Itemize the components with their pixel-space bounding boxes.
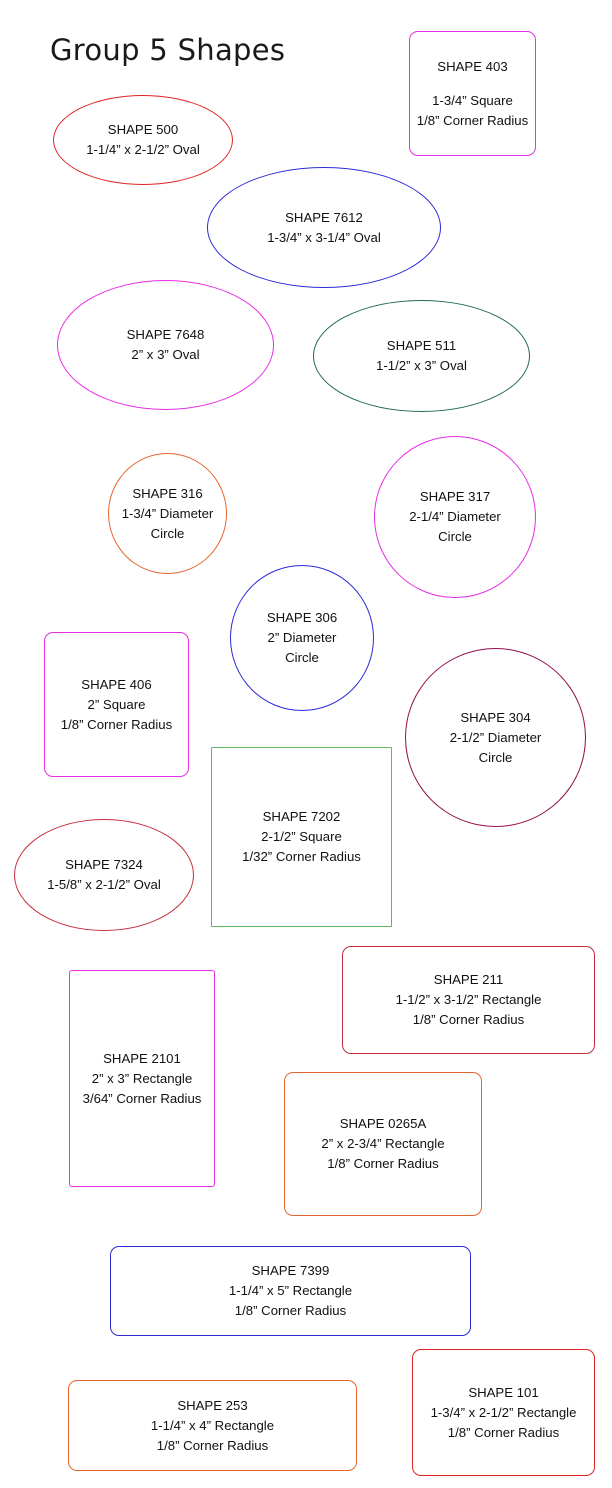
shape-7648-oval: SHAPE 7648 2” x 3” Oval — [57, 280, 274, 410]
shape-size: 2” Diameter — [267, 630, 337, 645]
shape-label: SHAPE 7324 1-5/8” x 2-1/2” Oval — [47, 855, 161, 895]
shape-label: SHAPE 316 1-3/4” Diameter Circle — [122, 484, 214, 544]
shape-size: 1-3/4” Square — [432, 92, 513, 108]
shape-number: SHAPE 316 — [132, 485, 203, 501]
shape-number: SHAPE 7612 — [285, 209, 363, 225]
shape-403-square: SHAPE 403 1-3/4” Square 1/8” Corner Radi… — [409, 31, 536, 156]
shape-label: SHAPE 306 2” Diameter Circle — [267, 608, 337, 668]
shape-kind: Circle — [285, 650, 319, 665]
shape-number: SHAPE 7324 — [65, 857, 143, 872]
shape-number: SHAPE 211 — [433, 972, 504, 987]
shape-size: 1-1/4” x 4” Rectangle — [150, 1417, 275, 1433]
shape-7612-oval: SHAPE 7612 1-3/4” x 3-1/4” Oval — [207, 167, 441, 288]
shape-size: 1-3/4” x 2-1/2” Rectangle — [430, 1404, 577, 1420]
shape-number: SHAPE 317 — [419, 489, 491, 504]
shape-radius: 1/8” Corner Radius — [234, 1303, 347, 1318]
shape-2101-rectangle: SHAPE 2101 2” x 3” Rectangle 3/64” Corne… — [69, 970, 215, 1187]
shape-size: 2” x 3” Oval — [131, 347, 200, 362]
shape-radius: 1/8” Corner Radius — [447, 1424, 560, 1440]
shape-label: SHAPE 304 2-1/2” Diameter Circle — [450, 708, 542, 768]
shape-304-circle: SHAPE 304 2-1/2” Diameter Circle — [405, 648, 586, 827]
shape-label: SHAPE 7399 1-1/4” x 5” Rectangle 1/8” Co… — [229, 1261, 352, 1321]
shape-label: SHAPE 253 1-1/4” x 4” Rectangle 1/8” Cor… — [151, 1396, 274, 1456]
shape-511-oval: SHAPE 511 1-1/2” x 3” Oval — [313, 300, 530, 412]
shape-7202-square: SHAPE 7202 2-1/2” Square 1/32” Corner Ra… — [211, 747, 392, 927]
shape-number: SHAPE 0265A — [339, 1116, 427, 1131]
shape-0265a-rectangle: SHAPE 0265A 2” x 2-3/4” Rectangle 1/8” C… — [284, 1072, 482, 1216]
shape-size: 1-3/4” Diameter — [121, 505, 214, 521]
shape-label: SHAPE 406 2” Square 1/8” Corner Radius — [61, 675, 172, 735]
shape-label: SHAPE 101 1-3/4” x 2-1/2” Rectangle 1/8”… — [431, 1383, 577, 1443]
shape-101-rectangle: SHAPE 101 1-3/4” x 2-1/2” Rectangle 1/8”… — [412, 1349, 595, 1476]
shape-size: 1-1/4” x 5” Rectangle — [228, 1283, 353, 1298]
shape-radius: 3/64” Corner Radius — [82, 1090, 202, 1106]
shape-7324-oval: SHAPE 7324 1-5/8” x 2-1/2” Oval — [14, 819, 194, 931]
shape-number: SHAPE 7399 — [251, 1263, 330, 1278]
shape-size: 2-1/2” Diameter — [449, 729, 542, 745]
shape-number: SHAPE 306 — [266, 610, 338, 625]
shape-7399-rectangle: SHAPE 7399 1-1/4” x 5” Rectangle 1/8” Co… — [110, 1246, 471, 1336]
shape-radius: 1/8” Corner Radius — [412, 1012, 525, 1027]
shape-label: SHAPE 7648 2” x 3” Oval — [127, 325, 205, 365]
shape-306-circle: SHAPE 306 2” Diameter Circle — [230, 565, 374, 711]
shape-317-circle: SHAPE 317 2-1/4” Diameter Circle — [374, 436, 536, 598]
shape-label: SHAPE 2101 2” x 3” Rectangle 3/64” Corne… — [83, 1049, 202, 1109]
shape-label: SHAPE 7612 1-3/4” x 3-1/4” Oval — [267, 208, 381, 248]
shape-label: SHAPE 211 1-1/2” x 3-1/2” Rectangle 1/8”… — [396, 970, 542, 1030]
shape-253-rectangle: SHAPE 253 1-1/4” x 4” Rectangle 1/8” Cor… — [68, 1380, 357, 1471]
shape-size: 2” x 3” Rectangle — [91, 1070, 193, 1086]
shape-label: SHAPE 0265A 2” x 2-3/4” Rectangle 1/8” C… — [321, 1114, 444, 1174]
shape-size: 2” Square — [87, 696, 146, 712]
shape-size: 1-5/8” x 2-1/2” Oval — [47, 877, 161, 892]
shape-size: 1-3/4” x 3-1/4” Oval — [267, 229, 381, 245]
shape-radius: 1/32” Corner Radius — [242, 849, 361, 864]
shape-500-oval: SHAPE 500 1-1/4” x 2-1/2” Oval — [53, 95, 233, 185]
shape-radius: 1/8” Corner Radius — [327, 1156, 439, 1171]
shape-radius: 1/8” Corner Radius — [416, 112, 529, 128]
shape-label: SHAPE 511 1-1/2” x 3” Oval — [376, 336, 467, 376]
shape-number: SHAPE 253 — [177, 1397, 248, 1413]
shape-406-square: SHAPE 406 2” Square 1/8” Corner Radius — [44, 632, 189, 777]
shape-radius: 1/8” Corner Radius — [60, 716, 173, 732]
shape-number: SHAPE 403 — [437, 58, 508, 74]
page-title: Group 5 Shapes — [50, 33, 286, 67]
shape-kind: Circle — [438, 529, 472, 544]
shape-number: SHAPE 511 — [386, 338, 457, 353]
shape-number: SHAPE 101 — [468, 1384, 539, 1400]
shape-label: SHAPE 403 1-3/4” Square 1/8” Corner Radi… — [417, 57, 528, 131]
shape-label: SHAPE 7202 2-1/2” Square 1/32” Corner Ra… — [242, 807, 361, 867]
shape-number: SHAPE 7202 — [262, 809, 341, 824]
shape-radius: 1/8” Corner Radius — [156, 1437, 269, 1453]
shape-size: 1-1/2” x 3-1/2” Rectangle — [395, 992, 542, 1007]
shape-label: SHAPE 317 2-1/4” Diameter Circle — [409, 487, 501, 547]
shape-size: 2” x 2-3/4” Rectangle — [321, 1136, 445, 1151]
shape-size: 1-1/2” x 3” Oval — [376, 358, 467, 373]
shape-316-circle: SHAPE 316 1-3/4” Diameter Circle — [108, 453, 227, 574]
shape-kind: Circle — [478, 749, 513, 765]
shape-kind: Circle — [150, 525, 185, 541]
shape-size: 1-1/4” x 2-1/2” Oval — [86, 142, 200, 157]
shape-number: SHAPE 7648 — [126, 327, 205, 342]
shape-label: SHAPE 500 1-1/4” x 2-1/2” Oval — [86, 120, 200, 160]
shape-size: 2-1/4” Diameter — [409, 509, 501, 524]
shape-number: SHAPE 406 — [81, 676, 152, 692]
shape-number: SHAPE 2101 — [103, 1050, 181, 1066]
shape-211-rectangle: SHAPE 211 1-1/2” x 3-1/2” Rectangle 1/8”… — [342, 946, 595, 1054]
shape-size: 2-1/2” Square — [261, 829, 342, 844]
shape-number: SHAPE 500 — [107, 122, 179, 137]
shape-number: SHAPE 304 — [460, 709, 531, 725]
